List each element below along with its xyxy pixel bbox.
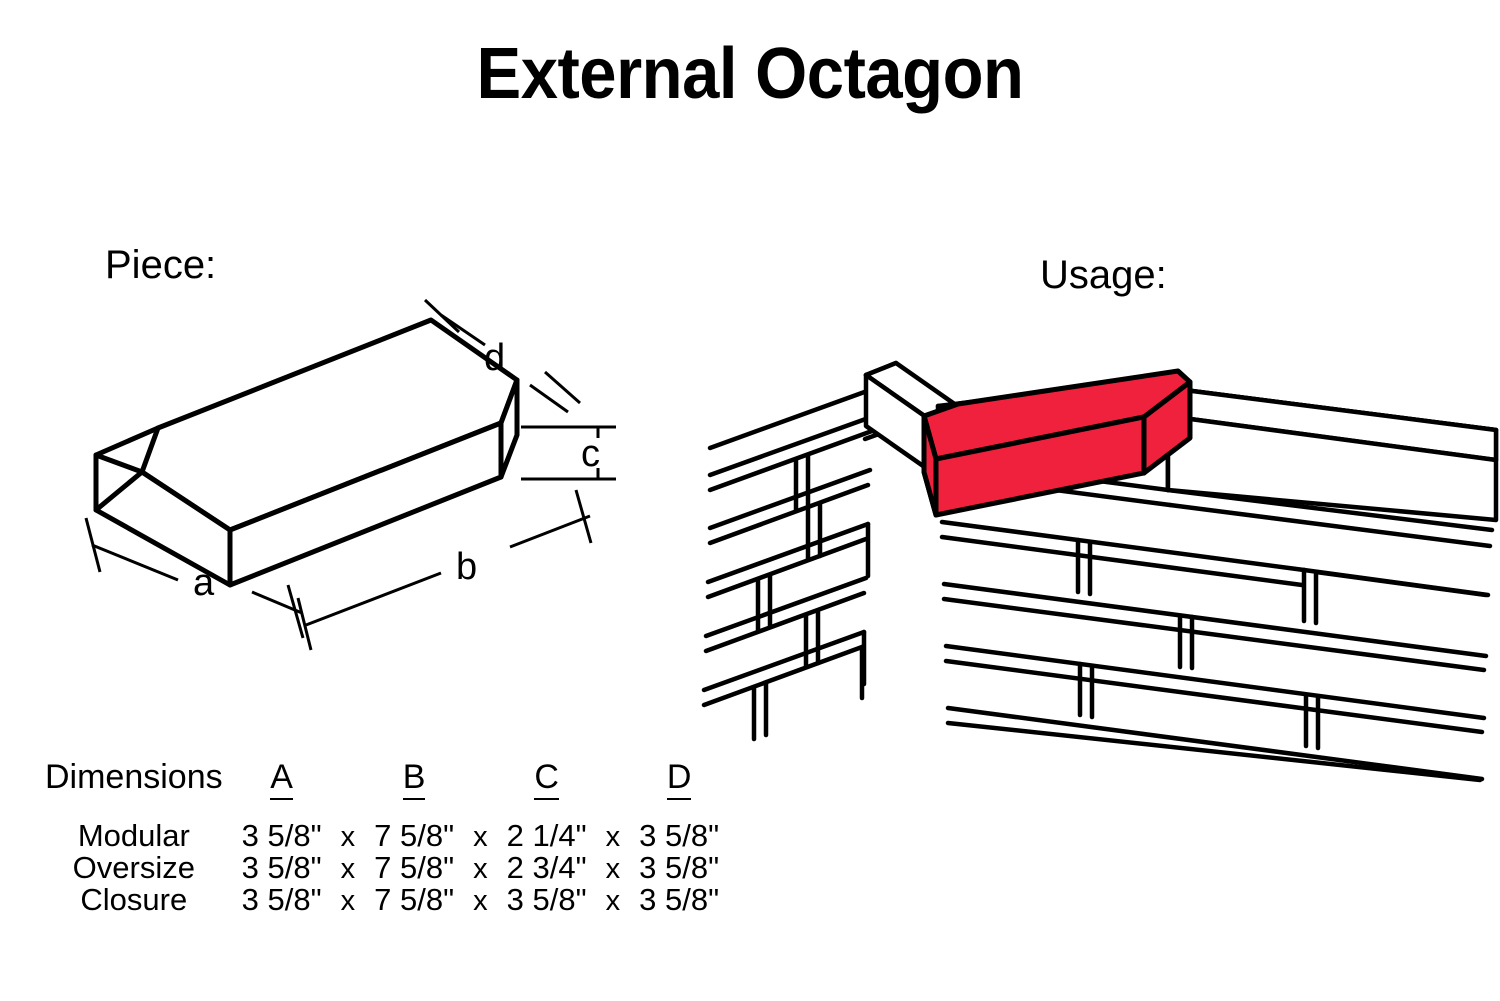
cell-sep-modular-3: x xyxy=(605,821,621,853)
dim-d-line-upper xyxy=(440,313,486,347)
usage-section-label: Usage: xyxy=(1040,253,1167,297)
piece-diagram: a b c d xyxy=(60,280,680,651)
cell-sep-oversize-2: x xyxy=(473,853,488,885)
cell-oversize-c: 2 3/4" xyxy=(506,850,587,885)
dimension-label-a: a xyxy=(193,562,215,604)
column-header-c: C xyxy=(488,758,606,820)
column-header-a-text: A xyxy=(270,758,293,800)
dim-d-line-lower xyxy=(529,383,569,414)
column-header-b: B xyxy=(355,758,473,820)
cell-oversize-d: 3 5/8" xyxy=(639,850,720,885)
dimension-b xyxy=(296,489,593,651)
dimensions-heading: Dimensions xyxy=(45,758,223,796)
cell-sep-modular-1: x xyxy=(340,821,356,853)
cell-sep-oversize-3: x xyxy=(605,853,621,885)
cell-modular-a: 3 5/8" xyxy=(241,818,322,853)
dim-a-line-left xyxy=(91,543,179,582)
highlighted-octagon-brick xyxy=(921,368,1193,518)
dimensions-table: Dimensions A B C D Modular 3 5/8" x 7 5/… xyxy=(45,758,738,916)
cell-closure-d: 3 5/8" xyxy=(639,882,720,917)
row-label-modular: Modular xyxy=(77,818,190,853)
usage-diagram xyxy=(700,320,1500,783)
piece-right-end-face xyxy=(498,377,520,480)
dim-b-tick-left xyxy=(296,597,313,651)
wall-right-top-brick-face2 xyxy=(1165,413,1499,523)
cell-oversize-b: 7 5/8" xyxy=(374,850,455,885)
cell-sep-modular-2: x xyxy=(473,821,488,853)
column-header-b-text: B xyxy=(402,758,426,800)
dim-a-tick-right xyxy=(286,584,305,639)
piece-solid xyxy=(93,317,520,588)
table-row: Modular 3 5/8" x 7 5/8" x 2 1/4" x 3 5/8… xyxy=(45,820,738,852)
octagon-brick-chamfer-face xyxy=(1141,379,1193,476)
column-header-a: A xyxy=(223,758,341,820)
header-spacer-3 xyxy=(606,760,621,820)
dimension-d xyxy=(423,298,581,414)
dim-b-tick-right xyxy=(574,489,593,544)
table-row: Oversize 3 5/8" x 7 5/8" x 2 3/4" x 3 5/… xyxy=(45,852,738,884)
wall-right-top-course xyxy=(1127,380,1499,523)
dim-b-line-left xyxy=(305,571,442,627)
cell-sep-closure-1: x xyxy=(340,885,356,917)
dimension-label-c: c xyxy=(581,433,600,475)
header-spacer-2 xyxy=(473,760,488,820)
dimension-label-b: b xyxy=(456,546,477,588)
cell-closure-c: 3 5/8" xyxy=(506,882,587,917)
header-spacer-1 xyxy=(341,760,356,820)
cell-modular-d: 3 5/8" xyxy=(639,818,720,853)
row-label-closure: Closure xyxy=(80,882,188,917)
dimension-label-d: d xyxy=(484,337,505,379)
row-label-oversize: Oversize xyxy=(72,850,195,885)
piece-edges xyxy=(93,425,161,513)
column-header-d-text: D xyxy=(666,758,692,800)
column-header-d: D xyxy=(620,758,738,820)
dimension-a xyxy=(84,517,305,639)
cell-modular-c: 2 1/4" xyxy=(506,818,587,853)
cell-oversize-a: 3 5/8" xyxy=(241,850,322,885)
cell-closure-b: 7 5/8" xyxy=(374,882,455,917)
dimension-c xyxy=(521,425,616,481)
dim-b-line-right xyxy=(509,514,591,549)
table-row: Closure 3 5/8" x 7 5/8" x 3 5/8" x 3 5/8… xyxy=(45,884,738,916)
column-header-c-text: C xyxy=(534,758,559,800)
page-title: External Octagon xyxy=(476,34,1024,114)
cell-sep-oversize-1: x xyxy=(340,853,356,885)
cell-sep-closure-3: x xyxy=(605,885,621,917)
dim-d-tick-lower xyxy=(544,370,581,405)
dimensions-header-row: Dimensions A B C D xyxy=(45,758,738,820)
octagon-brick-end xyxy=(921,413,939,518)
cell-closure-a: 3 5/8" xyxy=(241,882,322,917)
cell-sep-closure-2: x xyxy=(473,885,488,917)
piece-section-label: Piece: xyxy=(105,243,217,287)
cell-modular-b: 7 5/8" xyxy=(374,818,455,853)
